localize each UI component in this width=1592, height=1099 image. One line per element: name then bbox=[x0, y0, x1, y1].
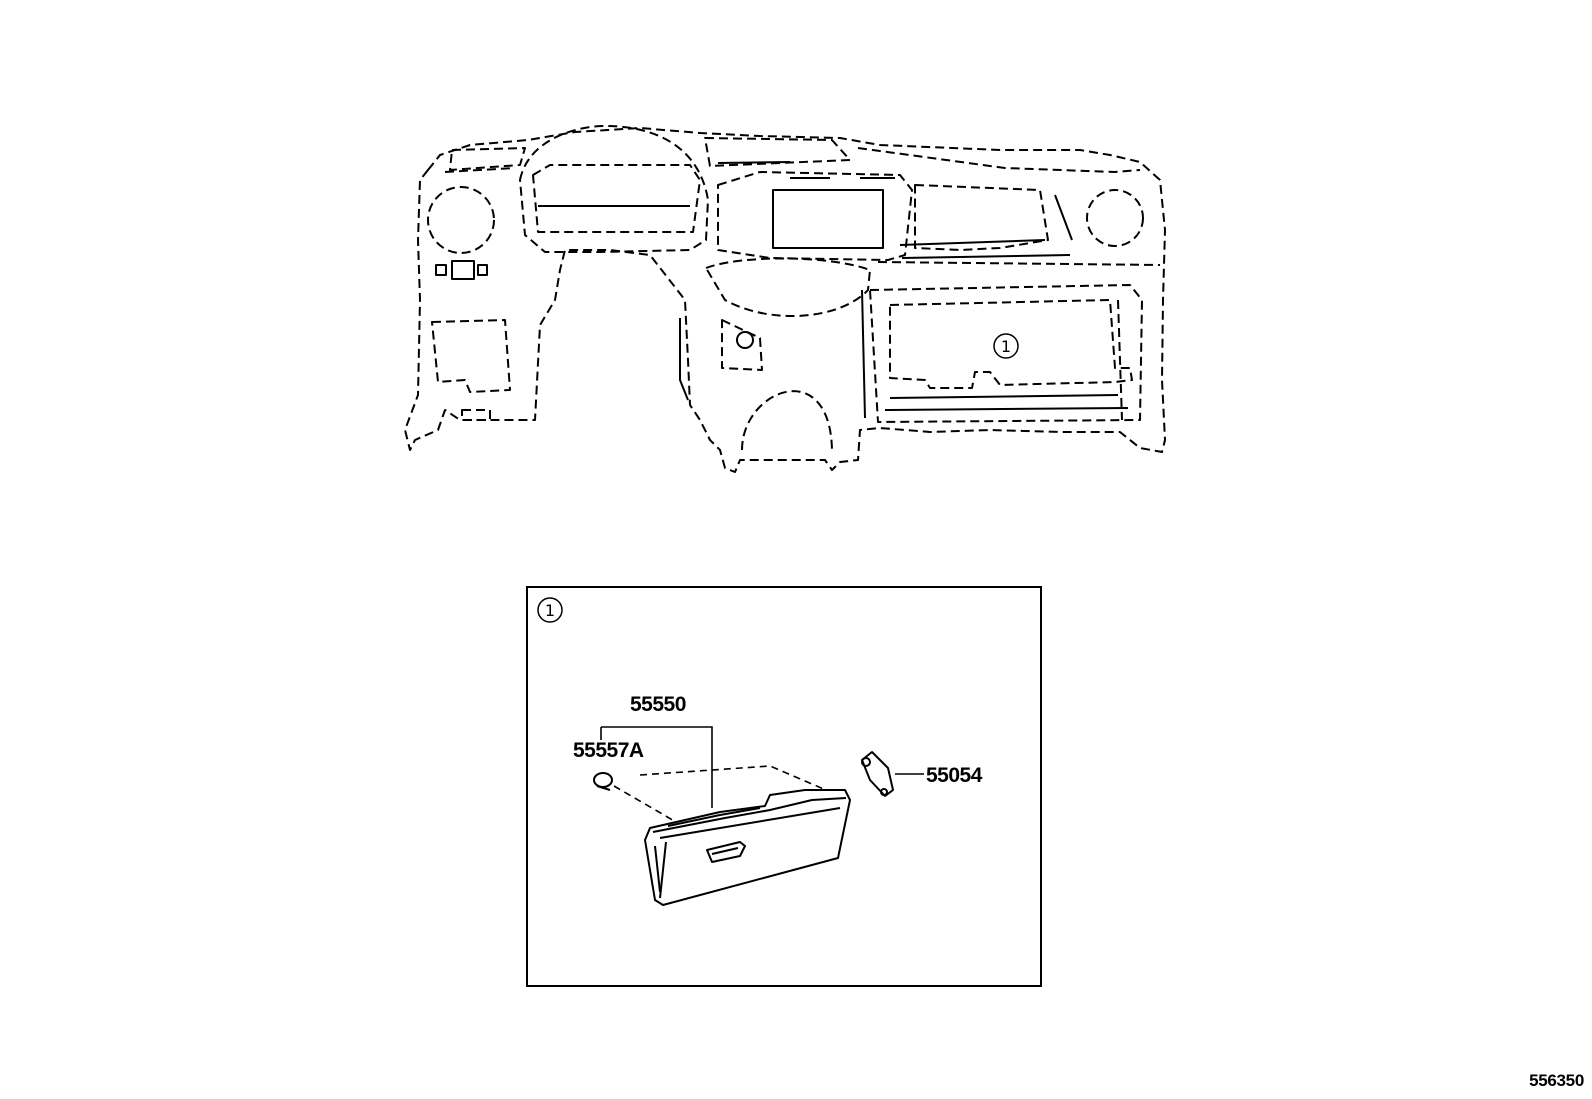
diagram-id: 556350 bbox=[1529, 1071, 1584, 1090]
inset-callout-1: 1 bbox=[537, 597, 563, 623]
inset-callout-1-label: 1 bbox=[545, 601, 555, 620]
part-number-lock: 55054 bbox=[926, 764, 983, 787]
stopper-part bbox=[593, 772, 613, 791]
inset-frame bbox=[526, 586, 1042, 987]
glove-box-part bbox=[644, 789, 851, 906]
part-number-glove-box: 55550 bbox=[630, 693, 686, 716]
lock-part bbox=[861, 751, 894, 797]
dashboard-outline bbox=[404, 125, 1166, 473]
leader-lines bbox=[600, 726, 924, 823]
ref-callout-1-label: 1 bbox=[1001, 337, 1011, 356]
ref-callout-1: 1 bbox=[993, 333, 1019, 359]
part-number-stopper: 55557A bbox=[573, 739, 644, 762]
